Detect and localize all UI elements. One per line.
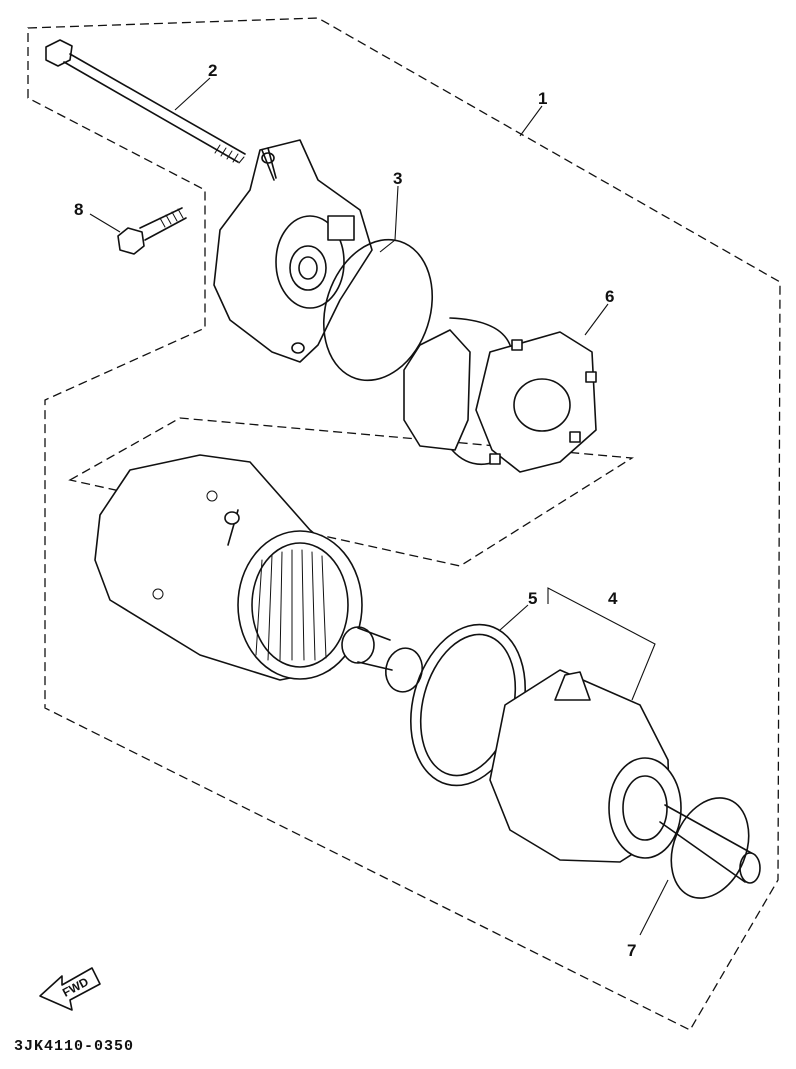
armature-yoke <box>94 454 393 681</box>
fwd-arrow-icon: FWD <box>39 967 101 1011</box>
leader-5 <box>499 604 529 631</box>
o-ring-part-7 <box>670 797 750 899</box>
leader-4 <box>547 587 656 701</box>
callout-3: 3 <box>393 169 402 188</box>
small-bolt-part-8 <box>117 207 187 255</box>
rear-end-cover <box>213 139 373 363</box>
leader-7 <box>639 879 669 936</box>
sub-assembly-outline <box>68 417 634 567</box>
callout-1: 1 <box>538 89 547 108</box>
leader-2 <box>174 77 211 111</box>
callout-4: 4 <box>608 589 618 608</box>
leader-8 <box>89 213 121 233</box>
o-ring-part-3 <box>322 238 434 382</box>
callout-6: 6 <box>605 287 614 306</box>
assembly-outline-1 <box>27 17 781 1031</box>
callout-8: 8 <box>74 200 83 219</box>
callout-2: 2 <box>208 61 217 80</box>
part-number: 3JK4110-0350 <box>14 1038 134 1055</box>
long-bolt-part-2 <box>45 39 246 164</box>
front-end-cover-part-4 <box>489 669 761 884</box>
brush-holder-part-6 <box>403 317 597 473</box>
small-washer <box>385 647 423 693</box>
leader-1 <box>519 105 543 137</box>
leader-6 <box>584 303 609 336</box>
callout-7: 7 <box>627 941 636 960</box>
leader-3 <box>379 185 399 253</box>
callout-5: 5 <box>528 589 537 608</box>
